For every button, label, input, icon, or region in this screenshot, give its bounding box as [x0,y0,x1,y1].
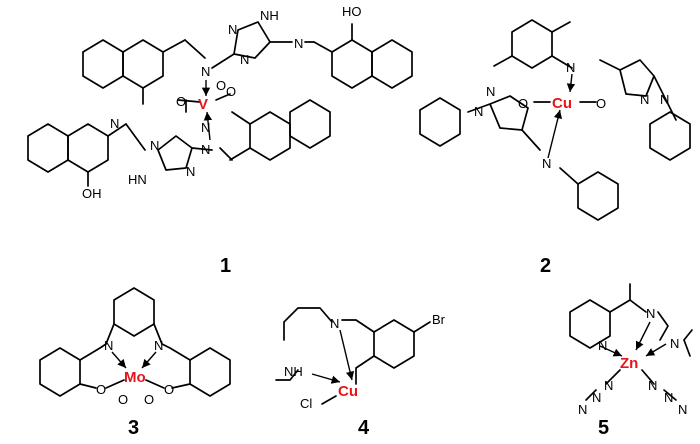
compound-1-structure: O N O N N N NH HN N N N N HO OH O N V 1 [27,4,413,277]
triazole-ring [184,21,315,69]
atom-label: N [566,60,575,75]
atom-label: N [486,84,495,99]
atom-label: N [648,378,657,393]
azide-ligand [585,369,677,401]
compound-4-structure: N NH Cl Br Cu 4 [275,307,446,439]
compound-number: 3 [128,417,139,439]
atom-label: N [670,336,679,351]
atom-label: N [201,120,210,135]
atom-label: HN [128,172,147,187]
atom-label: O [216,78,226,93]
atom-label: O [164,382,174,397]
compound-number: 4 [358,417,370,439]
atom-label: N [186,164,195,179]
atom-label: O [96,382,106,397]
atom-label: Br [432,312,446,327]
atom-label: N [240,52,249,67]
atom-label: N [578,402,587,417]
pyrazole-ring [599,59,677,121]
aryl-ring [493,19,573,69]
bromo-aryl-ring [341,319,431,385]
atom-label: N [228,22,237,37]
atom-label: N [294,36,303,51]
triazole-ring [125,99,233,171]
atom-label: O [226,84,236,99]
atom-label: N [542,156,551,171]
atom-label: O [118,392,128,407]
atom-label: N [646,306,655,321]
atom-label: O [596,96,606,111]
atom-label: N [678,402,687,417]
phenol-ring [39,343,107,397]
metal-center: Cu [552,95,572,112]
atom-label: HO [342,4,362,19]
pyridine-ring [569,283,693,357]
atom-label: N [201,64,210,79]
atom-label: N [598,338,607,353]
atom-label: N [640,92,649,107]
aryl-ring [521,129,619,221]
metal-center: V [198,96,208,113]
naphthalene-ring [313,23,413,89]
propyl-chain [275,307,333,381]
compound-number: 2 [540,255,551,277]
compound-number: 5 [598,417,609,439]
atom-label: N [154,338,163,353]
atom-label: NH [284,364,303,379]
atom-label: Cl [300,396,312,411]
naphthalene-ring [27,123,127,187]
atom-label: N [474,104,483,119]
atom-label: N [150,138,159,153]
phenol-ring [161,343,231,397]
atom-label: O [176,94,186,109]
atom-label: N [664,390,673,405]
phenyl-ring [649,111,691,161]
atom-label: N [592,390,601,405]
phenyl-ring [419,97,461,147]
atom-label: N [660,92,669,107]
compound-2-structure: N N N N O O N N Cu 2 [419,19,691,277]
atom-label: N [201,142,210,157]
metal-center: Mo [124,369,146,386]
compound-number: 1 [220,255,231,277]
atom-label: OH [82,186,102,201]
compound-3-structure: N N O O O O Mo 3 [39,287,231,439]
metal-center: Zn [620,355,638,372]
atom-label: N [604,378,613,393]
atom-label: N [104,338,113,353]
naphthalene-ring [229,99,331,161]
phenylene-ring [105,287,163,345]
naphthalene-ring [82,39,186,105]
compound-5-structure: N N N N N N N N N N Zn 5 [569,283,693,439]
atom-label: N [330,316,339,331]
atom-label: O [518,96,528,111]
atom-label: NH [260,8,279,23]
atom-label: N [110,116,119,131]
atom-label: O [144,392,154,407]
pyrazole-ring [467,95,529,131]
metal-center: Cu [338,383,358,400]
